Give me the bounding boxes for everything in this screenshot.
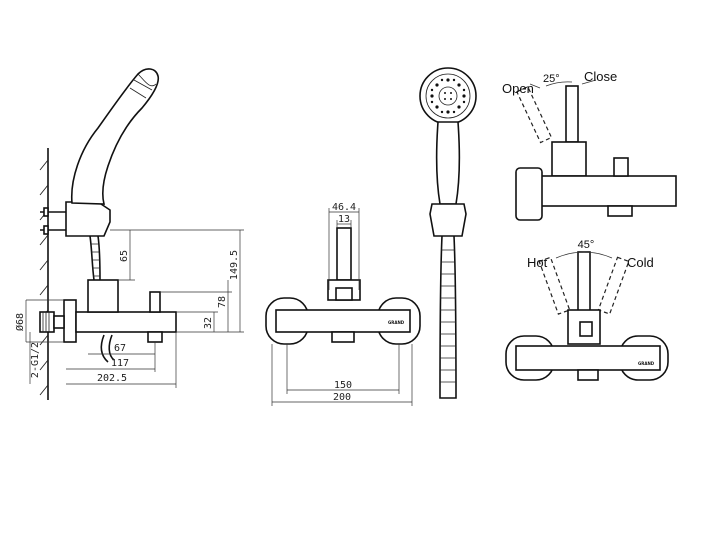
mixer-body <box>75 311 177 333</box>
front-outlet <box>331 331 355 343</box>
dim-65: 65 <box>119 250 130 262</box>
dim-67: 67 <box>114 343 126 354</box>
shower-holder <box>65 201 111 237</box>
open-label: Open <box>502 81 534 96</box>
lever-open-position <box>516 85 553 144</box>
side-view: 65 149.5 78 32 Ø68 2-G1/2 67 117 202.5 <box>14 68 244 400</box>
lever-cold-position <box>597 256 630 315</box>
front-brand-mark: GRAND <box>388 320 405 325</box>
lever-side-angle: 25° <box>543 73 560 85</box>
eccentric-connector <box>39 311 55 333</box>
mixer-lever-base <box>87 279 119 313</box>
lever-side-detail: Open Close 25° <box>502 69 677 221</box>
dim-149-5: 149.5 <box>229 250 240 280</box>
lever-front-outlet <box>577 369 599 381</box>
lever-cartridge <box>551 141 587 177</box>
hand-shower <box>70 68 160 205</box>
lever-front-brand-mark: GRAND <box>638 361 655 366</box>
hand-shower-front <box>419 67 477 399</box>
dim-thread: 2-G1/2 <box>30 342 41 378</box>
shower-handle <box>435 121 461 205</box>
side-dimensions <box>25 229 244 388</box>
dim-32: 32 <box>203 317 214 329</box>
dim-202-5: 202.5 <box>97 373 127 384</box>
dim-diameter-68: Ø68 <box>14 313 26 331</box>
lever-front-angle-arc <box>555 251 613 259</box>
front-lever <box>336 227 352 281</box>
front-dimensions <box>271 208 413 406</box>
cold-label: Cold <box>627 255 654 270</box>
hand-shower-face <box>137 73 157 87</box>
dim-150: 150 <box>334 380 352 391</box>
dim-200: 200 <box>333 392 351 403</box>
lever-side-rosette <box>515 167 543 221</box>
lever-front-detail: GRAND Hot Cold 45° <box>505 239 669 381</box>
dim-78: 78 <box>217 296 228 308</box>
hose-front <box>439 235 457 399</box>
close-label: Close <box>584 69 617 84</box>
lever-front-body <box>515 345 661 371</box>
lever-center-position <box>577 251 591 313</box>
shower-holder-front <box>429 203 467 237</box>
hose-upper <box>89 235 95 281</box>
hot-label: Hot <box>527 255 548 270</box>
dim-117: 117 <box>111 358 129 369</box>
lever-front-angle: 45° <box>578 239 595 251</box>
wall-flange <box>63 299 77 343</box>
lever-hot-position <box>538 256 571 315</box>
lever-angle-arc <box>545 81 573 87</box>
dim-13: 13 <box>338 214 350 225</box>
shower-head-face <box>419 67 477 125</box>
hose-lower <box>100 334 109 363</box>
diverter-knob <box>149 291 161 313</box>
shower-nozzles <box>430 78 466 114</box>
wall-hatching <box>39 159 49 396</box>
spout-outlet <box>147 331 163 343</box>
lever-side-outlet <box>607 205 633 217</box>
lever-side-body <box>539 175 677 207</box>
wall-screws <box>40 207 66 235</box>
lever-close-position <box>565 85 579 143</box>
dim-46-4: 46.4 <box>332 202 356 213</box>
front-view: GRAND 46.4 13 150 200 <box>265 202 421 406</box>
lever-side-diverter <box>613 157 629 177</box>
